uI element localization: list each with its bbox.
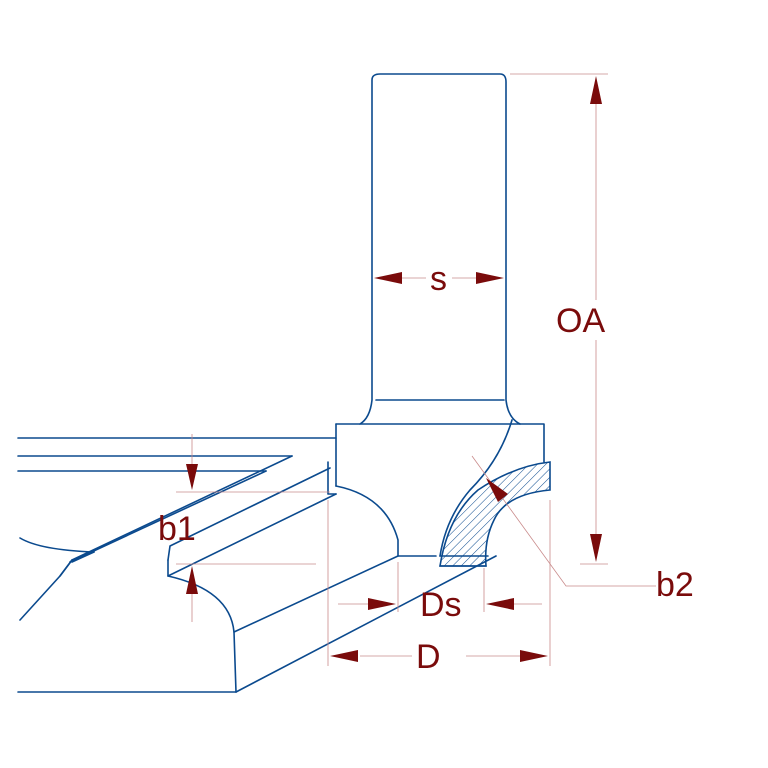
dimension-label-ds: Ds (420, 586, 462, 624)
ds-arrow-right (486, 598, 514, 610)
dimension-label-oa: OA (556, 302, 606, 340)
d-arrow-left (330, 650, 358, 662)
s-arrow-left (374, 272, 402, 284)
dimension-lines (176, 73, 656, 666)
ds-arrow-left (368, 598, 396, 610)
dimension-label-b2: b2 (656, 566, 694, 604)
b1-arrow-up (186, 566, 198, 594)
oa-arrow-top (590, 76, 602, 104)
b2-arrow (486, 478, 508, 502)
s-arrow-right (476, 272, 504, 284)
d-arrow-right (520, 650, 548, 662)
b1-arrow-down (186, 464, 198, 490)
dimension-label-d: D (416, 638, 441, 676)
oa-arrow-bottom (590, 534, 602, 562)
dimension-label-b1: b1 (158, 510, 196, 548)
dimension-label-s: s (430, 260, 447, 298)
workpiece-board (17, 437, 497, 693)
dimension-arrows (186, 76, 602, 662)
router-bit (327, 73, 551, 567)
